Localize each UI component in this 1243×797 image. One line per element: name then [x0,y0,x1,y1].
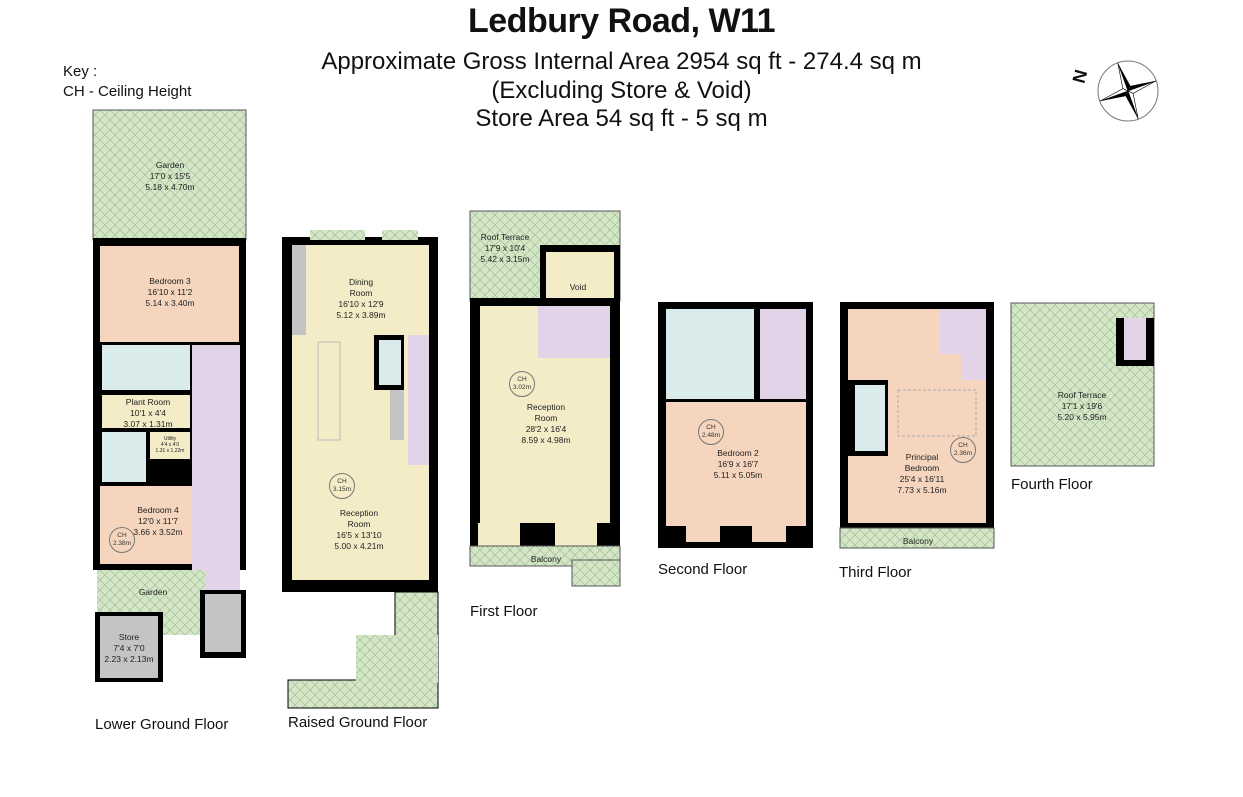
room-label-balcony: Balcony [902,536,934,546]
room-label-balcony: Balcony [530,554,562,564]
room-label-garden-front: Garden [138,587,168,597]
page-title: Ledbury Road, W11 [468,2,776,40]
store-area-text: Store Area 54 sq ft - 5 sq m [475,105,768,132]
floor-label-raised-ground: Raised Ground Floor [288,714,428,731]
lower-ground-plan [92,109,247,682]
floor-label-third: Third Floor [839,564,912,581]
third-floor-plan [839,302,995,549]
room-label-void: Void [569,282,587,292]
gross-area-text: Approximate Gross Internal Area 2954 sq … [321,48,922,75]
key-item-ceiling-height: CH - Ceiling Height [63,83,192,100]
raised-ground-plan [282,230,439,709]
compass-rose-icon [1097,60,1159,122]
floor-label-second: Second Floor [658,561,748,578]
second-floor-plan [658,302,813,548]
first-floor-plan [469,210,621,587]
compass: N [1069,58,1162,128]
floor-label-lower-ground: Lower Ground Floor [95,716,229,733]
exclusion-text: (Excluding Store & Void) [491,77,752,104]
floor-label-fourth: Fourth Floor [1011,476,1093,493]
key-legend: Key : CH - Ceiling Height [63,62,191,102]
floor-label-first: First Floor [470,603,538,620]
fourth-floor-plan [1010,302,1155,467]
key-heading: Key : [63,63,98,80]
